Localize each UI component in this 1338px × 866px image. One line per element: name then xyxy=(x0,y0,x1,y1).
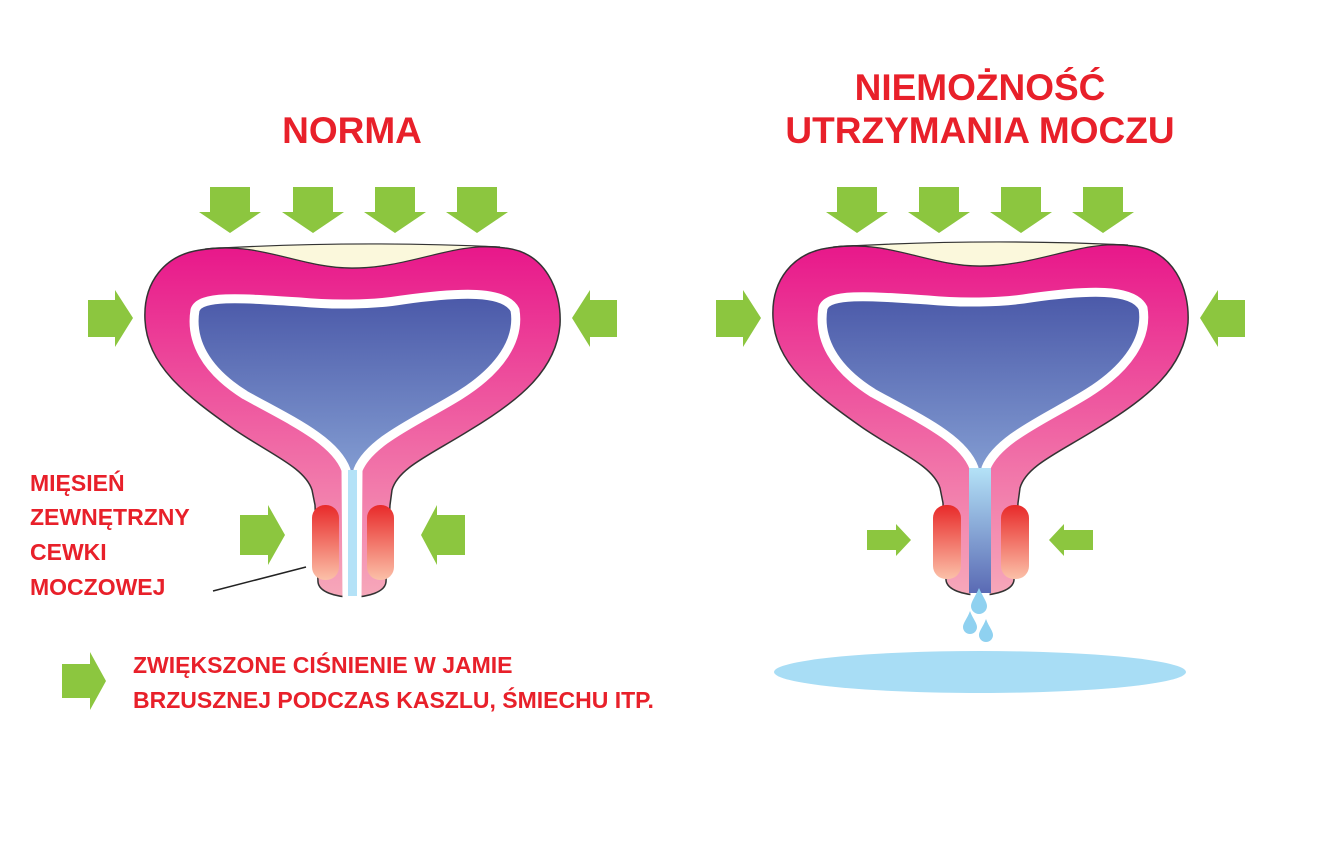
normal-pressure-arrows xyxy=(88,187,617,565)
muscle-label: MIĘSIEŃ ZEWNĘTRZNY CEWKI MOCZOWEJ xyxy=(30,469,190,600)
normal-urethra xyxy=(348,470,357,596)
legend-text-line1: ZWIĘKSZONE CIŚNIENIE W JAMIE xyxy=(133,651,513,678)
arrow-down-icon xyxy=(199,187,261,233)
label-pointer-line xyxy=(212,566,307,592)
title-normal: NORMA xyxy=(282,110,422,151)
legend-text-line2: BRZUSZNEJ PODCZAS KASZLU, ŚMIECHU ITP. xyxy=(133,686,654,713)
arrow-down-icon xyxy=(908,187,970,233)
arrow-left-icon xyxy=(1200,290,1245,347)
arrow-left-icon xyxy=(1049,524,1093,556)
normal-sphincter-right xyxy=(367,505,394,580)
arrow-down-icon xyxy=(282,187,344,233)
muscle-label-line: CEWKI xyxy=(30,539,107,565)
muscle-label-line: ZEWNĘTRZNY xyxy=(30,504,190,530)
arrow-down-icon xyxy=(446,187,508,233)
arrow-left-icon xyxy=(572,290,617,347)
arrow-right-icon xyxy=(716,290,761,347)
drop-icon xyxy=(979,619,993,642)
muscle-label-line: MIĘSIEŃ xyxy=(30,469,125,496)
urine-drops xyxy=(963,588,993,642)
drop-icon xyxy=(971,588,987,614)
incontinence-pressure-arrows xyxy=(716,187,1245,556)
muscle-label-line: MOCZOWEJ xyxy=(30,574,165,600)
incontinence-bladder xyxy=(773,242,1188,598)
urine-puddle xyxy=(774,651,1186,693)
arrow-down-icon xyxy=(364,187,426,233)
arrow-down-icon xyxy=(1072,187,1134,233)
arrow-right-icon xyxy=(240,505,285,565)
arrow-left-icon xyxy=(421,505,465,565)
arrow-right-icon xyxy=(88,290,133,347)
title-incontinence-line2: UTRZYMANIA MOCZU xyxy=(785,110,1174,151)
normal-sphincter-left xyxy=(312,505,339,580)
arrow-right-icon xyxy=(867,524,911,556)
arrow-down-icon xyxy=(990,187,1052,233)
drop-icon xyxy=(963,611,977,634)
arrow-down-icon xyxy=(826,187,888,233)
title-incontinence-line1: NIEMOŻNOŚĆ xyxy=(855,66,1106,108)
green-arrow-icon xyxy=(62,652,106,710)
